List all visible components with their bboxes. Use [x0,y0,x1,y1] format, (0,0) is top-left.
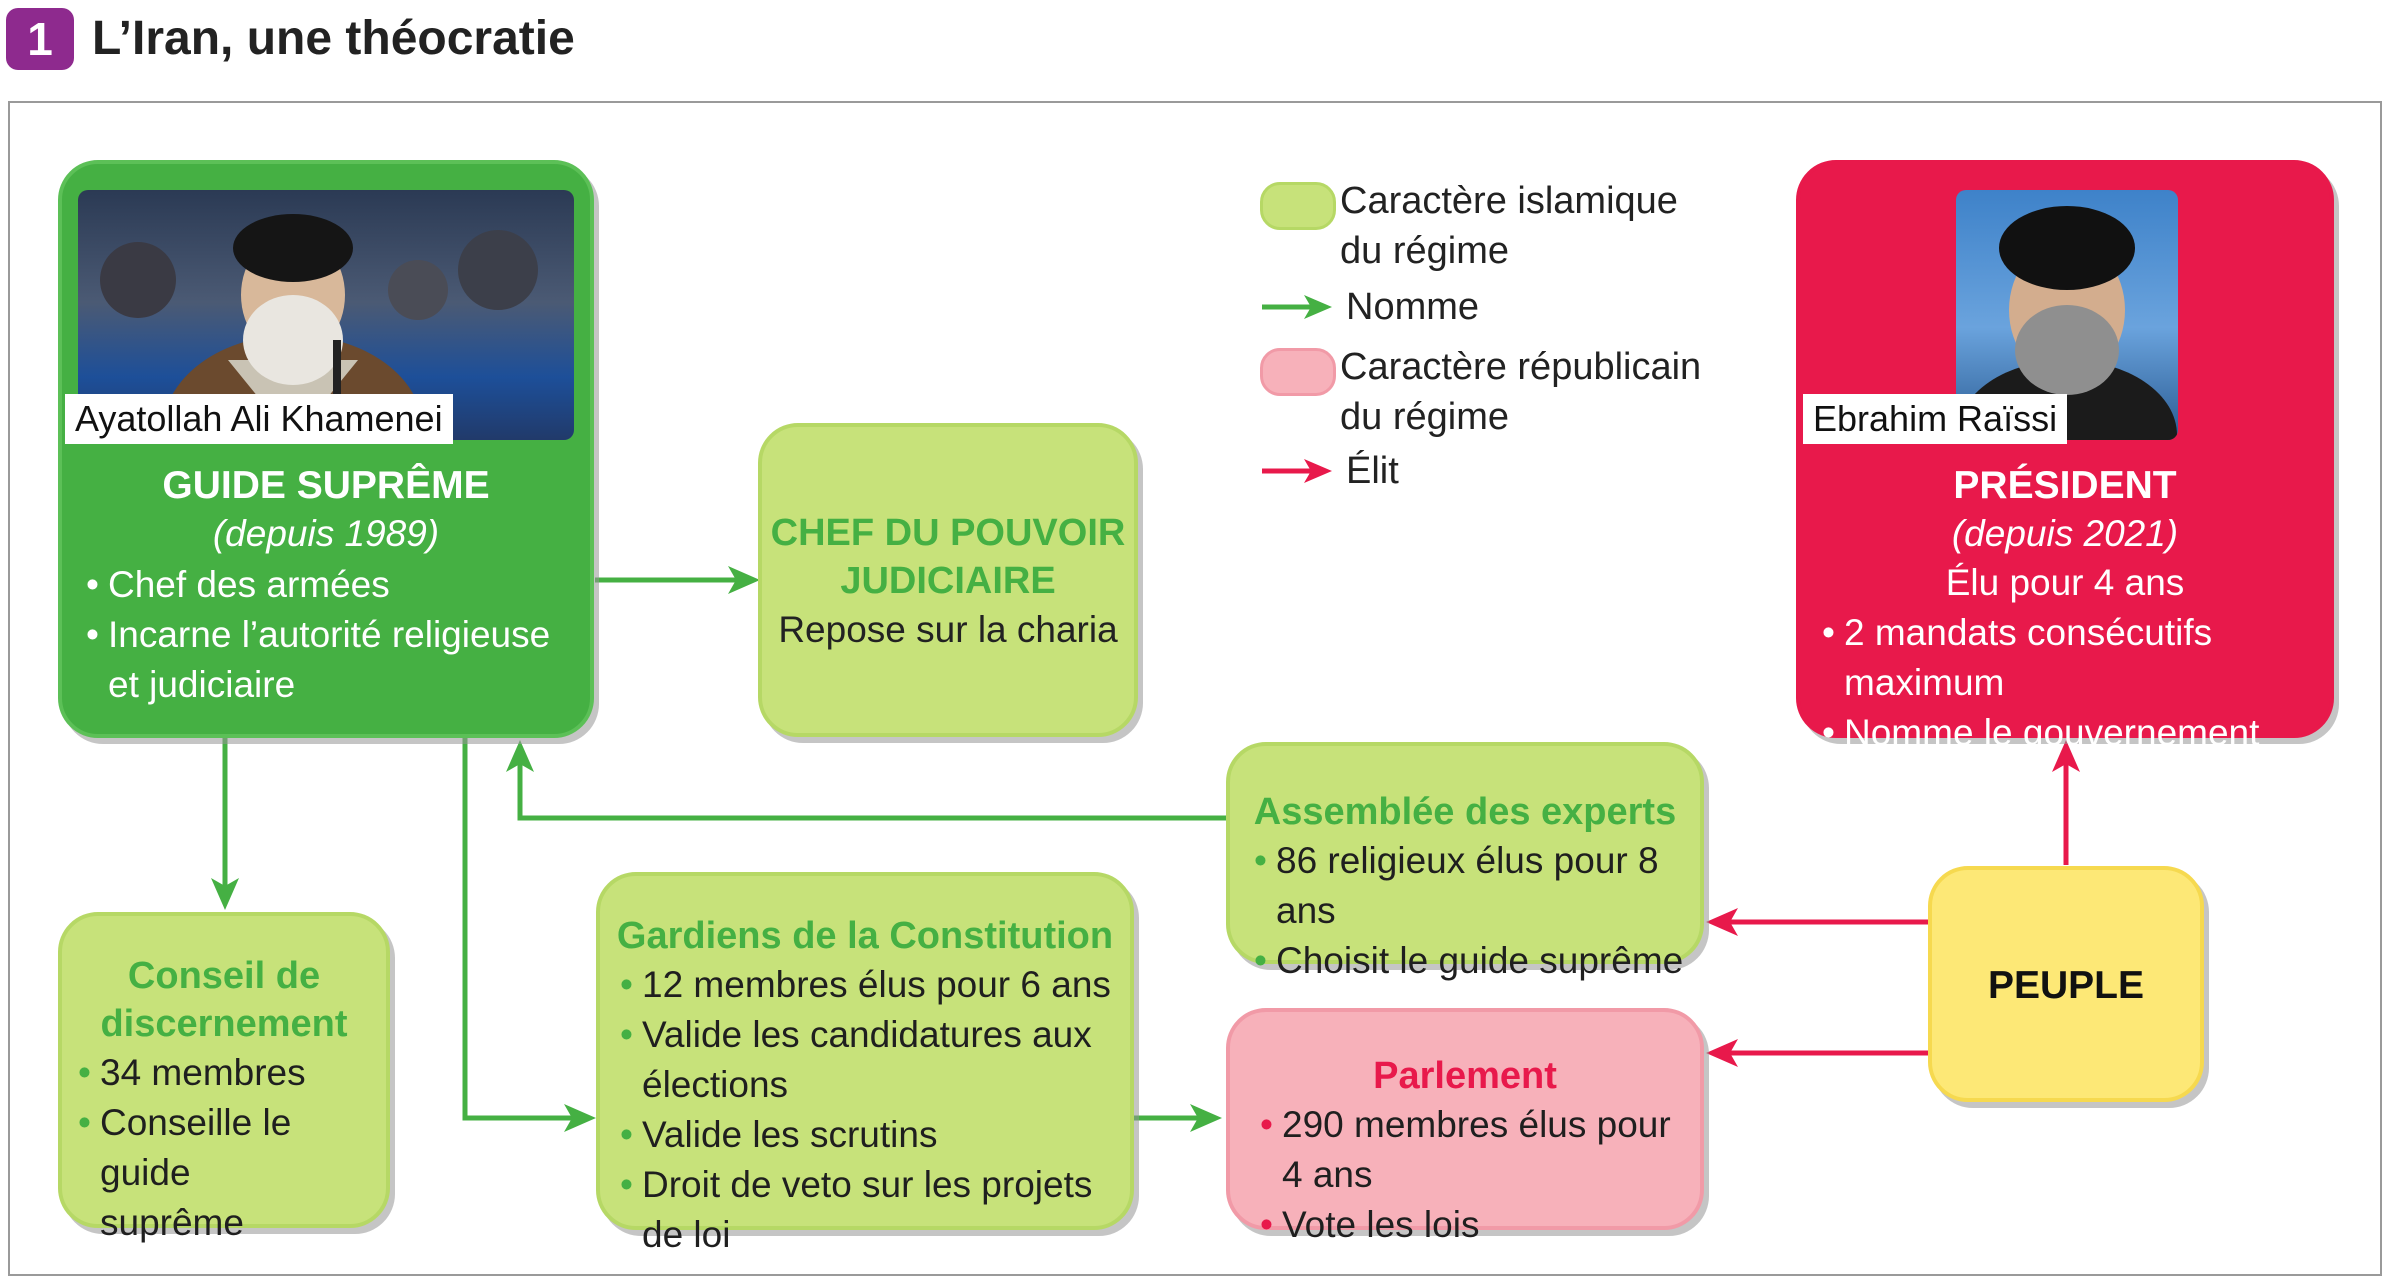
president-list: 2 mandats consécutifs maximum Nomme le g… [1820,608,2330,758]
gardiens-item: Valide les scrutins [618,1110,1130,1160]
legend-green-label-2: du régime [1340,230,1509,272]
parlement-box: Parlement 290 membres élus pour 4 ans Vo… [1226,1008,1704,1250]
peuple-box: PEUPLE [1928,866,2204,1102]
guide-item-continued: et judiciaire [108,664,296,705]
experts-item: Choisit le guide suprême [1252,936,1700,986]
arrow-guide-to-gardiens [462,735,575,1121]
guide-list: Chef des armées Incarne l’autorité relig… [84,560,590,660]
experts-list: 86 religieux élus pour 8 ans Choisit le … [1252,836,1700,986]
guide-item: Chef des armées [84,560,590,610]
experts-item: 86 religieux élus pour 8 ans [1252,836,1700,936]
elit-arrows [1706,740,2080,1067]
gardiens-list: 12 membres élus pour 6 ans Valide les ca… [618,960,1130,1060]
green-arrow-icon [1262,295,1332,319]
arrow-experts-to-guide [517,760,1228,821]
parlement-list: 290 membres élus pour 4 ans Vote les loi… [1258,1100,1700,1250]
conseil-item: Conseille le guide [76,1098,386,1198]
president-box: Ebrahim Raïssi PRÉSIDENT (depuis 2021) É… [1796,160,2334,758]
gardiens-item: Valide les candidatures aux [618,1010,1130,1060]
parlement-title: Parlement [1373,1055,1557,1097]
gardiens-item: Droit de veto sur les projets de loi [618,1160,1130,1260]
section-number-badge: 1 [6,8,74,70]
guide-caption: Ayatollah Ali Khamenei [65,394,453,444]
legend-green-swatch [1260,182,1336,230]
khamenei-photo [78,190,574,440]
president-caption: Ebrahim Raïssi [1803,394,2068,444]
gardiens-title: Gardiens de la Constitution [616,915,1114,957]
legend-nomme-label: Nomme [1346,286,1480,328]
experts-title: Assemblée des experts [1253,791,1677,833]
gardiens-item: 12 membres élus pour 6 ans [618,960,1130,1010]
parlement-item: Vote les lois [1258,1200,1700,1250]
portrait-icon [100,214,538,440]
judiciaire-title-1: CHEF DU POUVOIR [770,512,1126,554]
nomme-arrows [211,566,1228,1132]
president-title: PRÉSIDENT [1953,464,2177,507]
president-line: Élu pour 4 ans [1945,562,2185,603]
guide-item: Incarne l’autorité religieuse [84,610,590,660]
gardiens-list-2: Valide les scrutins Droit de veto sur le… [618,1110,1130,1260]
conseil-discernement-box: Conseil de discernement 34 membres Conse… [58,912,390,1243]
header: 1 L’Iran, une théocratie [0,0,2388,100]
conseil-list: 34 membres Conseille le guide [76,1048,386,1198]
gardiens-constitution-box: Gardiens de la Constitution 12 membres é… [596,872,1134,1255]
peuple-title: PEUPLE [1987,964,2145,1007]
legend-red-label-2: du régime [1340,396,1509,438]
conseil-item: 34 membres [76,1048,386,1098]
guide-supreme-box: Ayatollah Ali Khamenei GUIDE SUPRÊME (de… [58,160,594,738]
page-title: L’Iran, une théocratie [92,12,575,65]
chef-pouvoir-judiciaire-box: CHEF DU POUVOIR JUDICIAIRE Repose sur la… [758,423,1138,737]
parlement-item: 290 membres élus pour 4 ans [1258,1100,1700,1200]
conseil-item-continued: suprême [100,1202,244,1243]
legend-elit-label: Élit [1346,450,1399,492]
president-item: Nomme le gouvernement [1820,708,2330,758]
gardiens-item-continued: élections [642,1064,789,1105]
judiciaire-text: Repose sur la charia [778,609,1118,650]
conseil-title-1: Conseil de [127,955,321,997]
legend-green-label-1: Caractère islamique [1340,180,1678,222]
red-arrow-icon [1262,459,1332,483]
president-item: 2 mandats consécutifs maximum [1820,608,2330,708]
guide-since: (depuis 1989) [212,513,440,554]
president-since: (depuis 2021) [1951,513,2179,554]
guide-title: GUIDE SUPRÊME [162,464,490,507]
legend-red-label-1: Caractère républicain [1340,346,1702,388]
conseil-title-2: discernement [100,1003,348,1045]
judiciaire-title-2: JUDICIAIRE [840,560,1056,602]
assemblee-experts-box: Assemblée des experts 86 religieux élus … [1226,742,1704,986]
legend-red-swatch [1260,348,1336,396]
